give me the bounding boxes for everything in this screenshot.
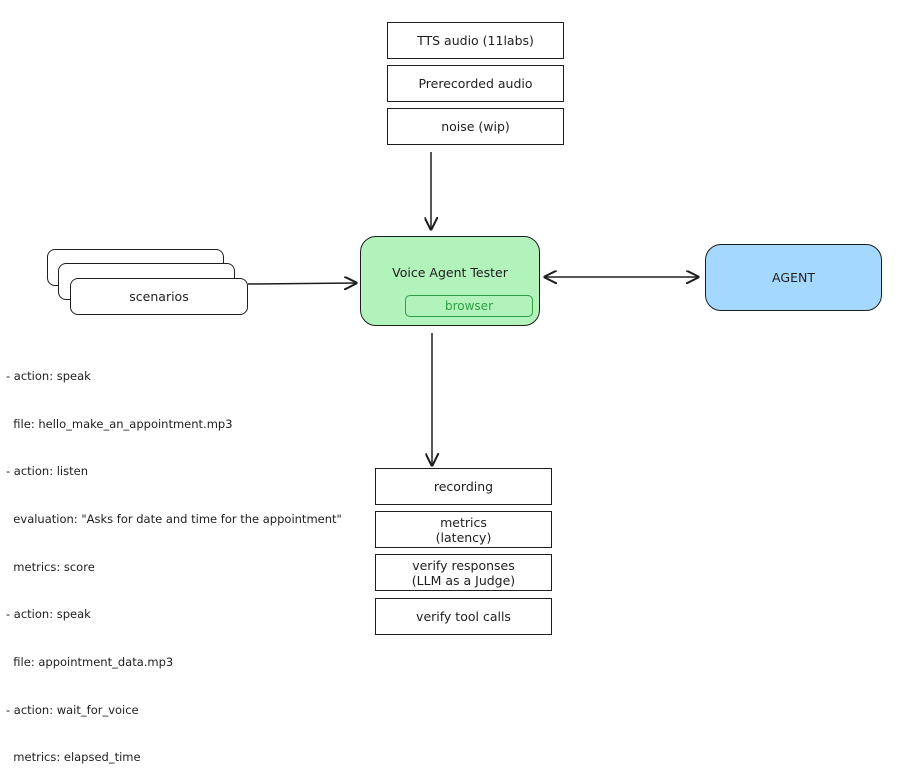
verify-responses-box: verify responses (LLM as a Judge) — [375, 554, 552, 591]
tts-audio-box: TTS audio (11labs) — [387, 22, 564, 59]
scenario-step-line: - action: listen — [6, 464, 88, 479]
tester-title: Voice Agent Tester — [392, 265, 508, 280]
scenario-step-line: - action: speak — [6, 368, 91, 383]
prerecorded-audio-box: Prerecorded audio — [387, 65, 564, 102]
scenario-step-line: metrics: elapsed_time — [6, 750, 141, 765]
scenario-step-line: evaluation: "Asks for date and time for … — [6, 511, 342, 526]
browser-box: browser — [405, 295, 533, 317]
recording-box: recording — [375, 468, 552, 505]
voice-agent-tester-box: Voice Agent Tester browser — [360, 236, 540, 326]
scenario-step-line: metrics: score — [6, 559, 95, 574]
scenario-steps: - action: speak file: hello_make_an_appo… — [6, 337, 342, 782]
scenario-step-line: - action: wait_for_voice — [6, 702, 139, 717]
noise-box: noise (wip) — [387, 108, 564, 145]
agent-box: AGENT — [705, 244, 882, 311]
metrics-latency-box: metrics (latency) — [375, 511, 552, 548]
verify-tool-calls-box: verify tool calls — [375, 598, 552, 635]
scenario-step-line: file: appointment_data.mp3 — [6, 655, 174, 670]
scenario-step-line: file: hello_make_an_appointment.mp3 — [6, 416, 233, 431]
scenarios-box: scenarios — [70, 278, 248, 315]
connector-layer — [247, 152, 899, 650]
arrow-scenarios-to-tester — [247, 283, 356, 284]
scenario-step-line: - action: speak — [6, 607, 91, 622]
